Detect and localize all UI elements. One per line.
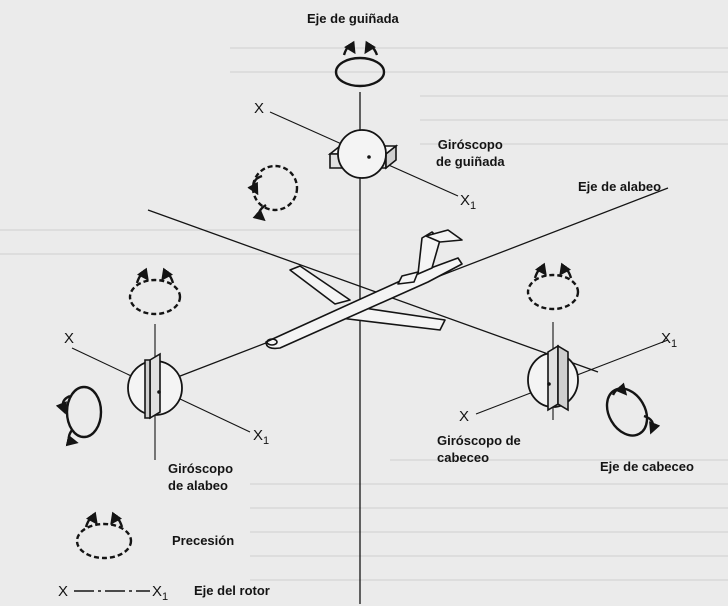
yaw-gyro-x1-letter: X (460, 192, 471, 209)
yaw-gyro-precession-arrows (247, 164, 299, 222)
pitch-gyro-x-label: X (459, 408, 470, 425)
background-texture (0, 47, 728, 581)
yaw-gyro-label-line-1: Giróscopo (437, 137, 503, 152)
yaw-rotation-arrows (334, 40, 386, 88)
roll-gyro-label: Giróscopo de alabeo (168, 460, 233, 494)
roll-gyro-label-line-2: de alabeo (168, 478, 228, 493)
legend-rotor-axis-x1-letter: X (152, 583, 163, 600)
pitch-axis-line (147, 209, 599, 373)
pitch-axis-label: Eje de cabeceo (600, 459, 694, 474)
pitch-gyro-label-line-1: Giróscopo de (437, 433, 521, 448)
yaw-gyro-x1-label: X1 (460, 192, 476, 215)
legend-precession-icon (75, 511, 133, 560)
pitch-gyro-label-line-2: cabeceo (437, 450, 490, 465)
roll-gyro-x1-subscript: 1 (263, 435, 270, 447)
legend-rotor-axis-x1-subscript: 1 (162, 591, 169, 603)
yaw-axis-label: Eje de guiñada (307, 11, 399, 26)
yaw-gyroscope (327, 129, 399, 179)
pitch-gyro-label: Giróscopo de cabeceo (437, 432, 521, 466)
roll-gyro-x1-label: X1 (253, 427, 269, 450)
pitch-axis-rotation-arrow (605, 382, 661, 437)
pitch-gyro-precession-arrows (526, 262, 580, 311)
roll-gyro-x1-letter: X (253, 427, 264, 444)
yaw-gyro-x1-subscript: 1 (470, 200, 477, 212)
yaw-gyro-label-line-2: de guiñada (436, 154, 505, 169)
legend-rotor-axis-x1: X1 (152, 583, 168, 606)
legend-rotor-axis-x: X (58, 583, 69, 600)
yaw-gyro-label: Giróscopo de guiñada (436, 136, 505, 170)
pitch-gyroscope (527, 344, 579, 412)
pitch-gyro-x1-subscript: 1 (671, 338, 678, 350)
pitch-gyro-x1-label: X1 (661, 330, 677, 353)
legend-precession-label: Precesión (172, 533, 235, 548)
roll-gyro-x-label: X (64, 330, 75, 347)
roll-axis-rotation-arrow (55, 385, 103, 447)
roll-gyro-precession-arrows (128, 267, 182, 316)
pitch-gyro-x1-letter: X (661, 330, 672, 347)
legend-rotor-axis-label: Eje del rotor (194, 583, 270, 598)
roll-axis-label: Eje de alabeo (578, 179, 662, 194)
roll-gyro-label-line-1: Giróscopo (168, 461, 234, 476)
yaw-gyro-x-label: X (254, 100, 265, 117)
roll-gyroscope (127, 352, 183, 420)
airplane (265, 229, 463, 350)
